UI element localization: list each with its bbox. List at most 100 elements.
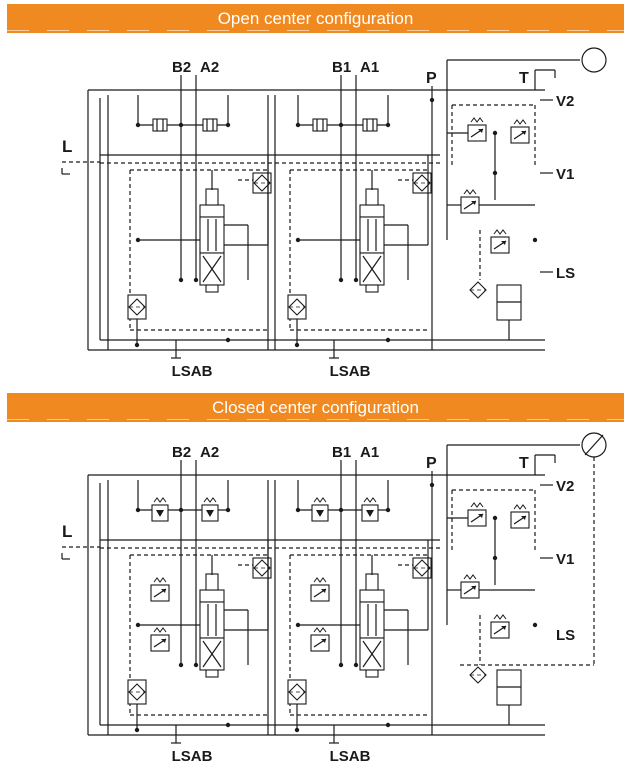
spring-symbol	[153, 577, 167, 583]
junction-dot	[193, 662, 199, 668]
pressure-line	[362, 640, 382, 668]
junction-dot	[225, 122, 231, 128]
check-triangle	[156, 510, 164, 517]
check-triangle	[206, 510, 214, 517]
port-label-v1: V1	[556, 551, 574, 568]
junction-dot	[532, 237, 538, 243]
spool-end-cap	[365, 284, 379, 293]
junction-dot	[225, 337, 231, 343]
lsab-label-1: LSAB	[172, 748, 213, 765]
spool-center-section	[359, 216, 385, 254]
spring-symbol	[203, 497, 217, 503]
spring-symbol	[513, 504, 527, 510]
junction-dot	[178, 277, 184, 283]
arrow-head	[478, 514, 483, 518]
junction-dot	[294, 342, 300, 348]
junction-dot	[385, 337, 391, 343]
spool-pilot-section	[359, 589, 385, 603]
spring-symbol	[470, 502, 484, 508]
port-label-v2: V2	[556, 478, 574, 495]
arrow-head	[521, 516, 526, 520]
spring-symbol	[313, 577, 327, 583]
spring-symbol	[313, 497, 327, 503]
junction-dot	[385, 122, 391, 128]
junction-dot	[492, 170, 498, 176]
junction-dot	[385, 722, 391, 728]
junction-dot	[338, 662, 344, 668]
spool-actuator	[205, 188, 219, 206]
junction-dot	[135, 622, 141, 628]
junction-dot	[338, 507, 344, 513]
junction-dot	[338, 277, 344, 283]
spring-symbol	[463, 574, 477, 580]
arrow-head	[501, 626, 506, 630]
junction-dot	[134, 342, 140, 348]
port-label-a2: A2	[200, 59, 219, 76]
junction-dot	[135, 122, 141, 128]
junction-dot	[178, 662, 184, 668]
check-triangle	[366, 510, 374, 517]
spring-symbol	[493, 614, 507, 620]
pressure-line	[202, 640, 222, 668]
shuttle-restrictor	[202, 118, 218, 132]
port-label-p: P	[426, 70, 437, 87]
arrow-head	[321, 589, 326, 593]
pressure-line	[202, 255, 222, 283]
port-label-v1: V1	[556, 166, 574, 183]
check-triangle	[316, 510, 324, 517]
junction-dot	[295, 237, 301, 243]
shuttle-restrictor	[152, 118, 168, 132]
spool-center-section	[199, 216, 225, 254]
junction-dot	[295, 622, 301, 628]
arrow-head	[161, 639, 166, 643]
junction-dot	[353, 277, 359, 283]
junction-dot	[492, 555, 498, 561]
junction-dot	[225, 722, 231, 728]
spool-pilot-section	[359, 204, 385, 218]
port-label-b1: B1	[332, 444, 351, 461]
port-label-ls: LS	[556, 265, 575, 282]
shuttle-restrictor	[312, 118, 328, 132]
port-label-b2: B2	[172, 59, 191, 76]
spring-symbol	[493, 229, 507, 235]
junction-dot	[429, 97, 435, 103]
arrow-head	[471, 201, 476, 205]
port-label-b1: B1	[332, 59, 351, 76]
junction-dot	[295, 507, 301, 513]
junction-dot	[338, 122, 344, 128]
port-label-t: T	[519, 70, 529, 87]
port-label-a2: A2	[200, 444, 219, 461]
spring-symbol	[313, 627, 327, 633]
port-label-a1: A1	[360, 59, 379, 76]
spool-end-cap	[205, 284, 219, 293]
junction-dot	[385, 507, 391, 513]
pressure-gauge-icon	[581, 47, 607, 73]
pressure-line	[362, 255, 382, 283]
junction-dot	[294, 727, 300, 733]
spool-actuator	[365, 573, 379, 591]
banner-open-center: Open center configuration	[7, 4, 624, 33]
lsab-label-2: LSAB	[330, 748, 371, 765]
junction-dot	[134, 727, 140, 733]
spool-pilot-section	[199, 589, 225, 603]
junction-dot	[178, 122, 184, 128]
spool-end-cap	[205, 669, 219, 678]
spring-symbol	[463, 189, 477, 195]
arrow-head	[161, 589, 166, 593]
arrow-head	[471, 586, 476, 590]
junction-dot	[193, 277, 199, 283]
junction-dot	[353, 662, 359, 668]
spool-center-section	[199, 601, 225, 639]
port-label-v2: V2	[556, 93, 574, 110]
port-label-ls: LS	[556, 627, 575, 644]
junction-dot	[225, 507, 231, 513]
junction-dot	[429, 482, 435, 488]
banner-closed-center: Closed center configuration	[7, 393, 624, 422]
shuttle-restrictor	[362, 118, 378, 132]
junction-dot	[295, 122, 301, 128]
junction-dot	[135, 237, 141, 243]
spool-actuator	[205, 573, 219, 591]
junction-dot	[178, 507, 184, 513]
